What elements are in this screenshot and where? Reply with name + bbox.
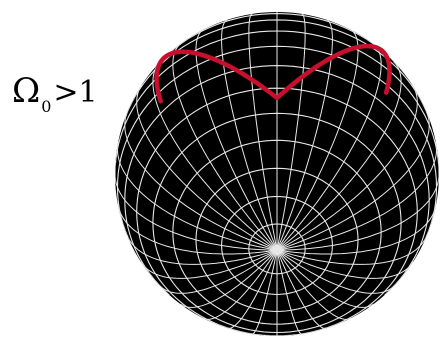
longitude-line: [248, 13, 278, 251]
longitude-line: [276, 249, 327, 329]
longitude-line: [276, 249, 352, 320]
longitude-line: [276, 249, 302, 335]
longitude-line: [276, 249, 374, 308]
longitude-line: [276, 84, 418, 251]
longitude-line: [116, 141, 278, 251]
longitude-line: [117, 204, 278, 255]
longitude-line: [221, 19, 278, 251]
longitude-line: [276, 112, 430, 251]
longitude-line: [276, 141, 438, 251]
longitude-line: [202, 249, 278, 320]
longitude-line: [126, 235, 278, 265]
longitude-line: [276, 19, 333, 251]
longitude-line: [276, 204, 437, 255]
longitude-line: [136, 84, 278, 251]
omega-symbol: Ω: [12, 71, 41, 111]
longitude-line: [252, 249, 278, 335]
longitude-line: [172, 43, 278, 251]
longitude-line: [276, 13, 306, 251]
omega-subscript: 0: [41, 97, 52, 116]
density-parameter-label: Ω0>1: [12, 71, 98, 115]
longitude-line: [227, 249, 278, 329]
longitude-line: [276, 61, 402, 251]
geodesic-triangle: [154, 43, 392, 104]
longitude-line: [115, 173, 278, 251]
longitude-line: [276, 173, 439, 251]
longitude-line: [276, 249, 414, 279]
longitude-line: [276, 43, 382, 251]
longitude-line: [140, 249, 278, 279]
longitude-line: [195, 29, 278, 251]
greater-than-one: >1: [53, 75, 98, 110]
longitude-line: [276, 249, 396, 294]
longitude-line: [180, 249, 278, 308]
longitude-line: [276, 29, 359, 251]
longitude-line: [158, 249, 278, 294]
longitude-line: [276, 235, 428, 265]
longitude-line: [152, 61, 278, 251]
sphere-grid: [115, 12, 439, 336]
longitude-line: [124, 112, 278, 251]
